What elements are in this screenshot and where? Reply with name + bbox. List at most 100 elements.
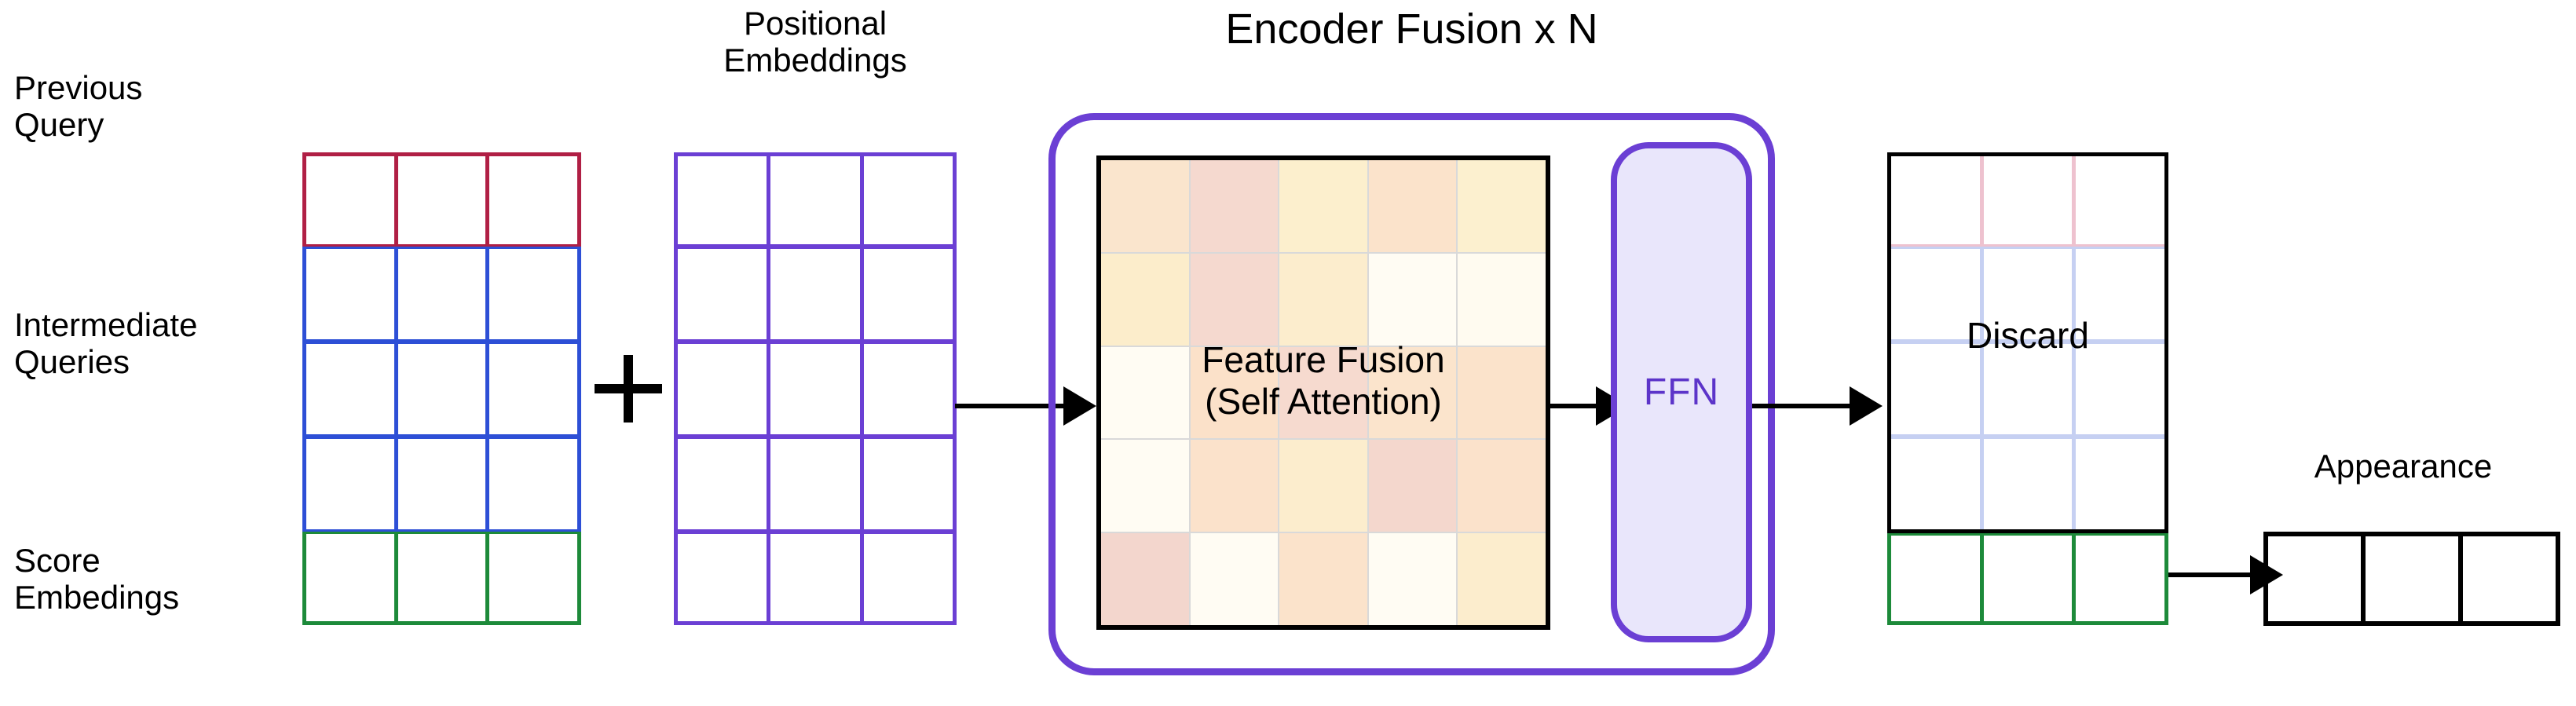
heatmap-cell [1458,440,1546,532]
heatmap-cell [1190,440,1279,532]
arrow-ffn-to-output [1752,386,1886,426]
heatmap-cell [1101,253,1189,346]
grid-cell [678,156,771,244]
grid-cell [2076,536,2164,621]
arrow-shaft [955,404,1067,408]
heatmap-cell [1190,533,1279,625]
grid-cell [770,249,864,339]
grid-cell [678,344,771,434]
grid-cell [489,156,577,244]
input-row-previous-query [302,152,581,247]
grid-cell [770,344,864,434]
arrow-shaft [1752,404,1853,408]
heatmap-cell [1368,160,1457,252]
label-intermediate-queries: Intermediate Queries [14,306,198,381]
arrow-shaft [1550,404,1599,408]
grid-cell [398,439,490,529]
label-previous-query: Previous Query [14,69,143,144]
grid-cell [398,156,490,244]
grid-cell [1891,536,1984,621]
grid-cell [489,439,577,529]
pos-row-5 [674,532,957,625]
label-score-embedings: Score Embedings [14,542,180,616]
grid-cell [2463,536,2556,621]
pos-row-3 [674,342,957,437]
appearance-grid [2263,532,2560,626]
heatmap-cell [1458,160,1546,252]
arrow-positional-to-encoder [955,386,1096,426]
grid-cell [864,249,953,339]
caption-positional-embeddings: Positional Embeddings [723,5,907,79]
grid-cell [398,344,490,434]
grid-cell [864,439,953,529]
heatmap-cell [1368,440,1457,532]
grid-cell [1891,156,1984,244]
grid-cell [864,534,953,621]
ffn-label: FFN [1643,371,1720,413]
heatmap-cell [1101,533,1189,625]
caption-appearance: Appearance [2314,448,2493,485]
arrow-shaft [2168,572,2253,577]
heatmap-cell [1279,253,1367,346]
heatmap-cell [1101,160,1189,252]
input-row-intermediate-3 [302,437,581,532]
grid-cell [306,156,398,244]
grid-cell [678,249,771,339]
input-row-intermediate-1 [302,247,581,342]
grid-cell [1891,249,1984,339]
grid-cell [1891,439,1984,529]
heatmap-cell [1190,346,1279,439]
grid-cell [2268,536,2366,621]
grid-cell [2366,536,2463,621]
grid-cell [770,534,864,621]
ffn-block: FFN [1611,142,1752,642]
arrow-head-icon [1850,386,1883,426]
positional-embeddings-grid [674,152,957,625]
arrow-head-icon [1063,386,1096,426]
grid-cell [1984,536,2077,621]
grid-cell [1984,249,2077,339]
grid-cell [770,439,864,529]
grid-cell [678,534,771,621]
grid-cell [678,439,771,529]
heatmap-cell [1458,346,1546,439]
grid-cell [1984,439,2077,529]
grid-cell [489,249,577,339]
heatmap-cell [1368,346,1457,439]
heatmap-cell [1190,253,1279,346]
input-row-score-embedings [302,532,581,625]
grid-cell [1891,344,1984,434]
heatmap-cell [1458,533,1546,625]
output-row-score-embedings-kept [1887,532,2168,625]
pos-row-2 [674,247,957,342]
grid-cell [489,344,577,434]
grid-cell [1984,156,2077,244]
grid-cell [864,156,953,244]
input-row-intermediate-2 [302,342,581,437]
heatmap-cell [1101,346,1189,439]
heatmap-cell [1279,440,1367,532]
grid-cell [306,344,398,434]
heatmap-cell [1279,346,1367,439]
heatmap-cell [1190,160,1279,252]
grid-cell [489,534,577,621]
heatmap-cell [1368,253,1457,346]
heatmap-cell [1458,253,1546,346]
heatmap-cell [1368,533,1457,625]
encoder-fusion-container [1048,113,1775,675]
self-attention-heatmap [1096,155,1550,630]
grid-cell [306,534,398,621]
grid-cell [398,534,490,621]
heatmap-cell [1101,440,1189,532]
grid-cell [398,249,490,339]
pos-row-4 [674,437,957,532]
heatmap-cell [1279,160,1367,252]
heatmap-cell [1279,533,1367,625]
plus-operator-icon [595,355,662,423]
grid-cell [770,156,864,244]
pos-row-1 [674,152,957,247]
grid-cell [864,344,953,434]
discard-region-outline [1887,152,2168,533]
grid-cell [1984,344,2077,434]
